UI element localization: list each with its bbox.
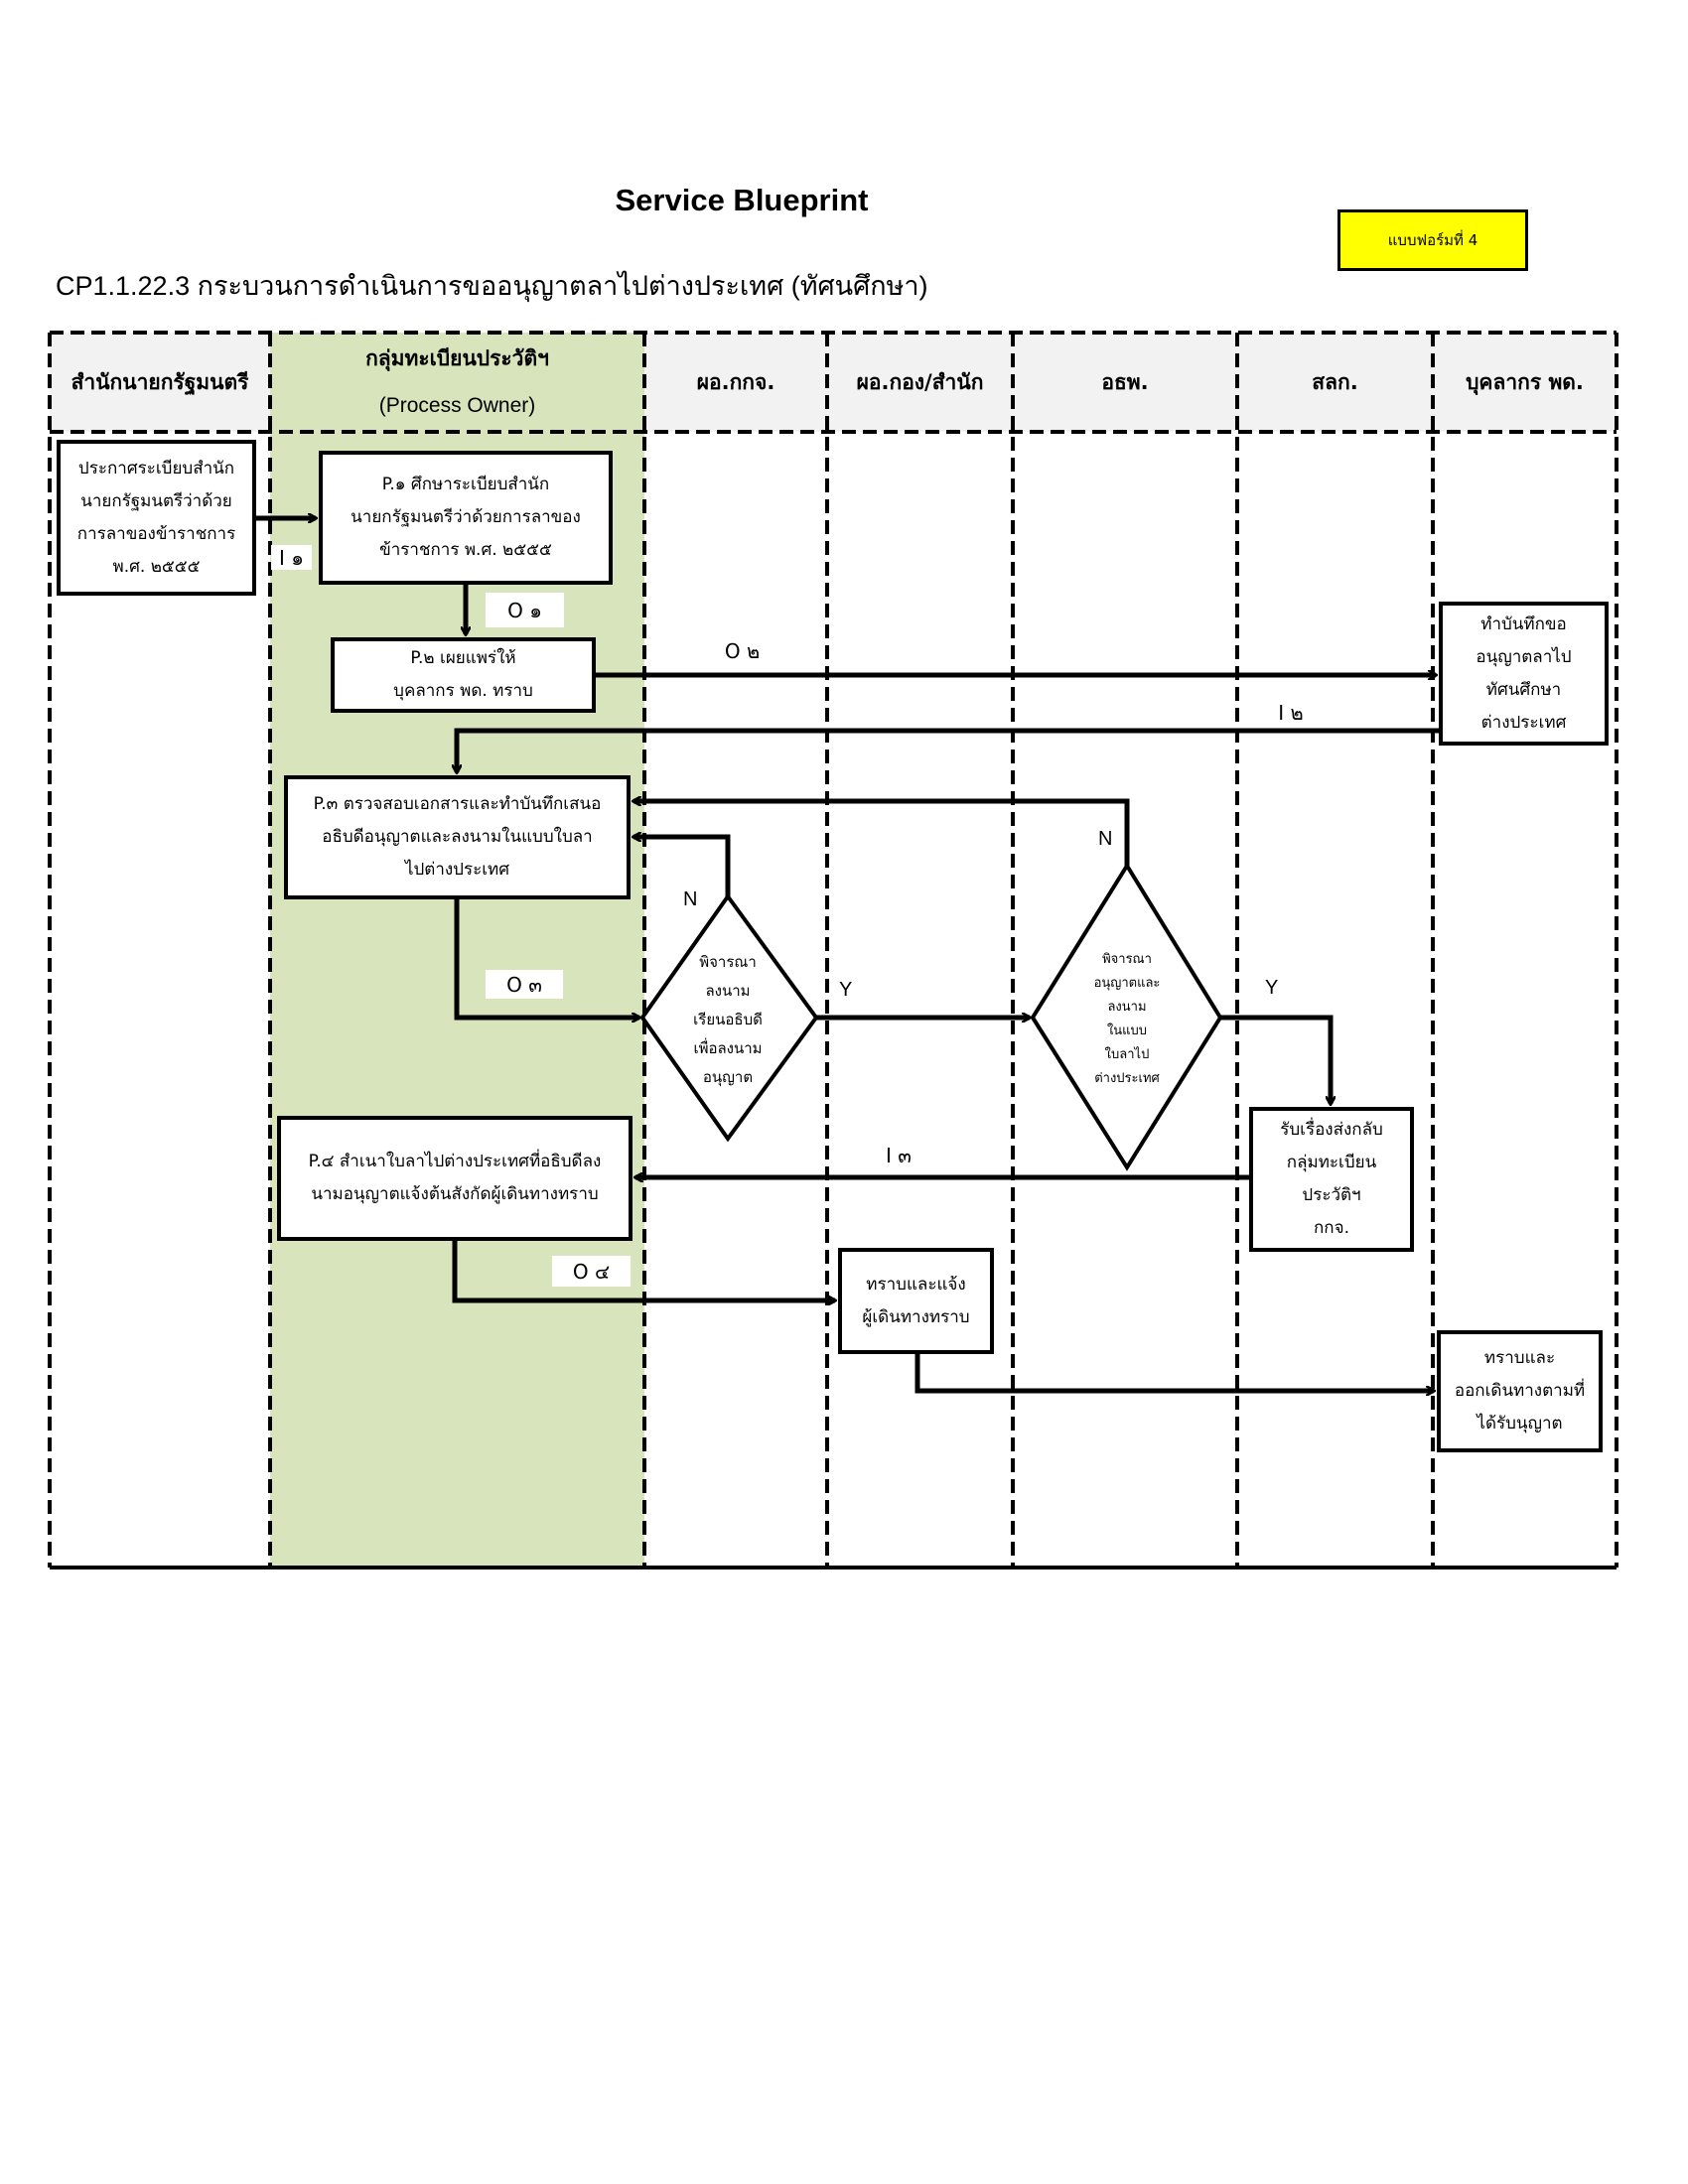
page-title: Service Blueprint (615, 183, 869, 217)
arrow-p4-to-notify (452, 1241, 835, 1300)
lane-header-staff: บุคลากร พด. (1466, 369, 1584, 394)
decision1-no-label: N (683, 888, 698, 910)
notify-traveler-box: ทราบและแจ้ง ผู้เดินทางทราบ (838, 1248, 994, 1354)
process-p2-box: P.๒ เผยแพร่ให้ บุคลากร พด. ทราบ (331, 637, 596, 713)
flow-label-o2: O ๒ (724, 639, 761, 663)
process-p1-box: P.๑ ศึกษาระเบียบสำนัก นายกรัฐมนตรีว่าด้ว… (319, 451, 613, 585)
lane-header-director-hr: ผอ.กกจ. (696, 369, 775, 394)
flow-label-i3: I ๓ (886, 1144, 912, 1167)
return-to-registry-box: รับเรื่องส่งกลับ กลุ่มทะเบียน ประวัติฯ ก… (1249, 1107, 1414, 1252)
flow-label-o4: O ๔ (552, 1256, 631, 1287)
lane-header-secretary-office: สลก. (1312, 369, 1358, 394)
arrow-p3-to-decision1 (454, 899, 639, 1018)
decision2-text: พิจารณา อนุญาตและ ลงนาม ในแบบ ใบลาไป ต่า… (1093, 952, 1161, 1086)
form-number-badge: แบบฟอร์มที่ 4 (1337, 209, 1528, 271)
flow-label-o1: O ๑ (486, 593, 564, 627)
lane-header-pm-office: สำนักนายกรัฐมนตรี (70, 369, 249, 394)
travel-box: ทราบและ ออกเดินทางตามที่ ได้รับนุญาต (1437, 1330, 1603, 1452)
staff-request-box: ทำบันทึกขอ อนุญาตลาไป ทัศนศึกษา ต่างประเ… (1439, 602, 1609, 746)
arrow-decision2-yes (1220, 1015, 1331, 1104)
process-subtitle: CP1.1.22.3 กระบวนการดำเนินการขออนุญาตลาไ… (56, 271, 928, 301)
process-p3-box: P.๓ ตรวจสอบเอกสารและทำบันทึกเสนอ อธิบดีอ… (284, 775, 631, 899)
decision2-no-label: N (1098, 828, 1113, 850)
lane-header-process-owner-sublabel: (Process Owner) (378, 394, 536, 417)
decision2-yes-label: Y (1265, 977, 1279, 999)
decision1-yes-label: Y (839, 979, 853, 1001)
arrow-staff-to-p3 (457, 728, 1439, 772)
regulation-box: ประกาศระเบียบสำนัก นายกรัฐมนตรีว่าด้วย ก… (57, 440, 256, 596)
lane-header-division-director: ผอ.กอง/สำนัก (856, 369, 984, 394)
process-p4-box: P.๔ สำเนาใบลาไปต่างประเทศที่อธิบดีลง นาม… (277, 1116, 633, 1241)
flow-label-i1: I ๑ (271, 545, 312, 570)
lane-header-process-owner: กลุ่มทะเบียนประวัติฯ (Process Owner) (272, 335, 642, 430)
arrow-notify-to-travel (914, 1354, 1434, 1391)
flow-label-o3: O ๓ (486, 970, 563, 999)
decision1-diamond (639, 892, 819, 1143)
lane-header-director-general: อธพ. (1101, 369, 1149, 394)
arrow-decision1-no (633, 837, 731, 896)
flow-label-i2: I ๒ (1278, 701, 1304, 725)
decision2-diamond (1030, 862, 1223, 1171)
lane-header-process-owner-label: กลุ่มทะเบียนประวัติฯ (365, 346, 549, 370)
decision1-text: พิจารณา ลงนาม เรียนอธิบดี เพื่อลงนาม อนุ… (693, 953, 763, 1086)
arrow-decision2-no (633, 801, 1130, 866)
